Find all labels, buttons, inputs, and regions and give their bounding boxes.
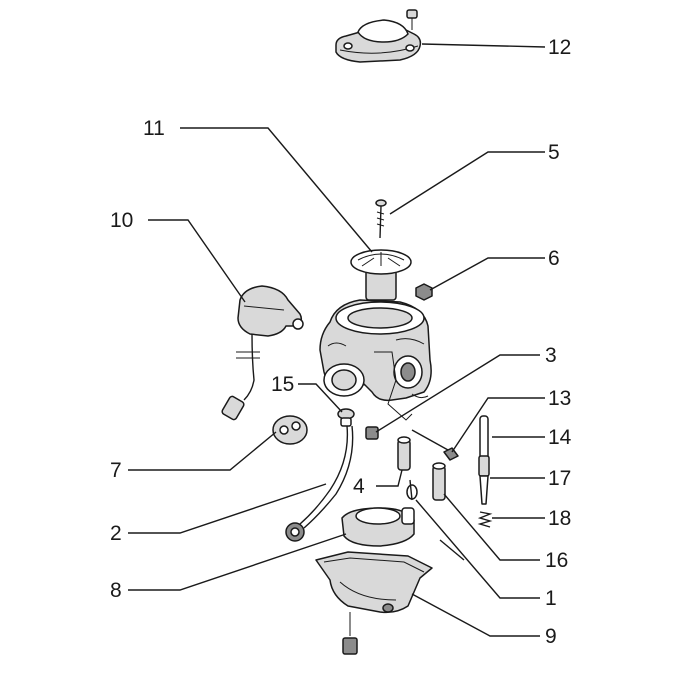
part-labels: 12 11 5 10 6 3 15 13 14 7 17 4 18 2 16 8… (110, 36, 572, 648)
label-3: 3 (545, 344, 557, 367)
label-16: 16 (545, 549, 568, 572)
part-1-clip (406, 479, 418, 501)
part-8-float (341, 507, 465, 561)
part-10-choke (221, 285, 304, 421)
part-12-top-cover (335, 9, 422, 63)
part-17-needle (478, 455, 490, 505)
part-5-screw (375, 199, 387, 239)
part-2-tube (285, 425, 354, 542)
part-9-float-bowl (315, 551, 433, 614)
label-4: 4 (353, 475, 365, 498)
part-6-nut (415, 283, 433, 301)
carburetor-body (319, 299, 432, 421)
label-8: 8 (110, 579, 122, 602)
part-15-fitting (337, 408, 355, 427)
label-14: 14 (548, 426, 572, 449)
part-4-jet (397, 436, 411, 471)
part-18-spring (477, 511, 493, 528)
label-13: 13 (548, 387, 571, 410)
label-9: 9 (545, 625, 557, 648)
part-7-cap (272, 415, 308, 445)
label-12: 12 (548, 36, 571, 59)
part-16-jet (432, 462, 446, 501)
leader-lines (128, 43, 546, 637)
part-11-diaphragm-slide (350, 249, 412, 301)
label-10: 10 (110, 209, 133, 232)
drain-screw (342, 612, 358, 655)
label-6: 6 (548, 247, 560, 270)
label-1: 1 (545, 587, 557, 610)
label-7: 7 (110, 459, 122, 482)
label-5: 5 (548, 141, 560, 164)
part-13-screw (411, 429, 459, 461)
part-3-screw (365, 426, 379, 440)
label-17: 17 (548, 467, 571, 490)
label-2: 2 (110, 522, 122, 545)
label-11: 11 (143, 117, 165, 140)
label-15: 15 (271, 373, 294, 396)
label-18: 18 (548, 507, 571, 530)
